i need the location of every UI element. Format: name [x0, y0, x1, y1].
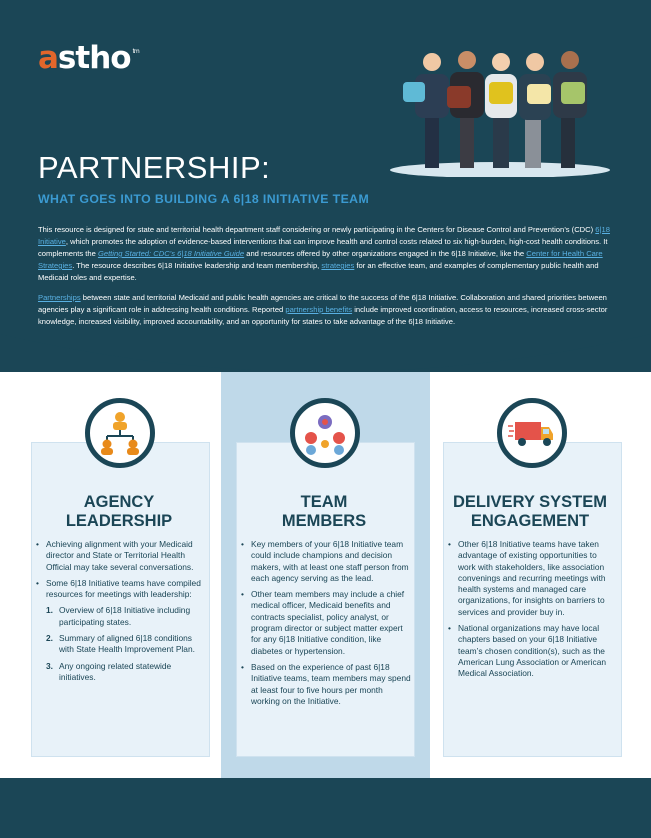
team-gears-icon — [290, 398, 360, 468]
link-strategies[interactable]: strategies — [321, 261, 355, 270]
intro-paragraph-1: This resource is designed for state and … — [38, 225, 610, 282]
delivery-truck-icon — [497, 398, 567, 468]
page-title: PARTNERSHIP: — [38, 150, 271, 185]
header-wave — [0, 320, 651, 372]
puzzle-people-illustration — [390, 51, 610, 177]
list-item: National organizations may have local ch… — [448, 623, 616, 679]
list-item: Other team members may include a chief m… — [241, 589, 411, 657]
numbered-item: 1.Overview of 6|18 Initiative including … — [46, 605, 191, 627]
page-subtitle: WHAT GOES INTO BUILDING A 6|18 INITIATIV… — [38, 192, 370, 206]
list-item: Other 6|18 Initiative teams have taken a… — [448, 539, 616, 618]
list-item: Achieving alignment with your Medicaid d… — [36, 539, 206, 573]
numbered-item: 2.Summary of aligned 6|18 conditions wit… — [46, 633, 195, 655]
link-partnerships[interactable]: Partnerships — [38, 293, 81, 302]
org-chart-icon — [85, 398, 155, 468]
link-center-for-health-care-strategies[interactable]: Center for Health Care Strategies — [38, 249, 603, 270]
link-6-18-initiative[interactable]: 6|18 Initiative — [38, 225, 610, 246]
link-getting-started-guide[interactable]: Getting Started: CDC’s 6|18 Initiative G… — [97, 249, 245, 258]
intro-paragraph-2: Partnerships between state and territori… — [38, 293, 608, 326]
list-item: Key members of your 6|18 Initiative team… — [241, 539, 411, 584]
numbered-item: 3.Any ongoing related statewide initiati… — [46, 660, 172, 682]
team-members-body: Key members of your 6|18 Initiative team… — [241, 539, 411, 712]
link-partnership-benefits[interactable]: partnership benefits — [285, 305, 353, 314]
agency-leadership-body: Achieving alignment with your Medicaid d… — [36, 539, 206, 688]
delivery-system-body: Other 6|18 Initiative teams have taken a… — [448, 539, 616, 685]
list-item: Some 6|18 Initiative teams have compiled… — [36, 578, 206, 601]
footer-band — [0, 778, 651, 838]
list-item: Based on the experience of past 6|18 Ini… — [241, 662, 411, 707]
